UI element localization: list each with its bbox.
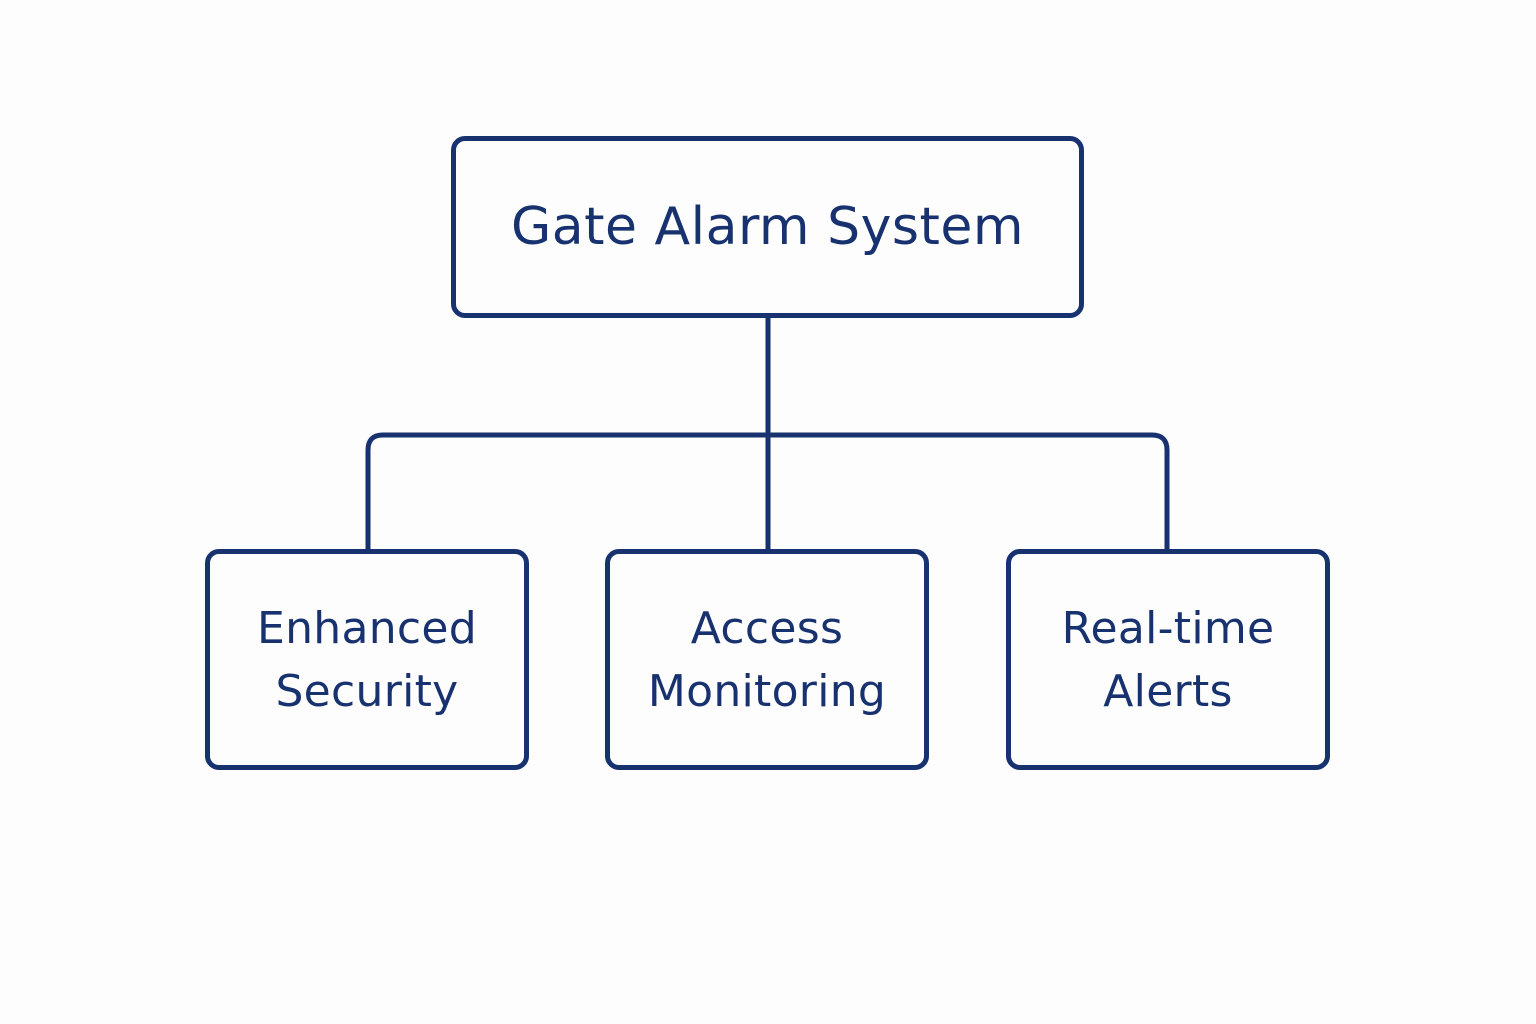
connector-branch-bar [365, 432, 1170, 552]
child-node-label: Enhanced Security [256, 602, 477, 717]
root-node-label: Gate Alarm System [510, 196, 1024, 257]
child-node-access-monitoring: Access Monitoring [605, 549, 929, 770]
child-node-label: Access Monitoring [647, 602, 887, 717]
child-node-real-time-alerts: Real-time Alerts [1006, 549, 1330, 770]
child-node-enhanced-security: Enhanced Security [205, 549, 529, 770]
root-node-box: Gate Alarm System [451, 136, 1084, 318]
child-node-label: Real-time Alerts [1061, 602, 1275, 717]
